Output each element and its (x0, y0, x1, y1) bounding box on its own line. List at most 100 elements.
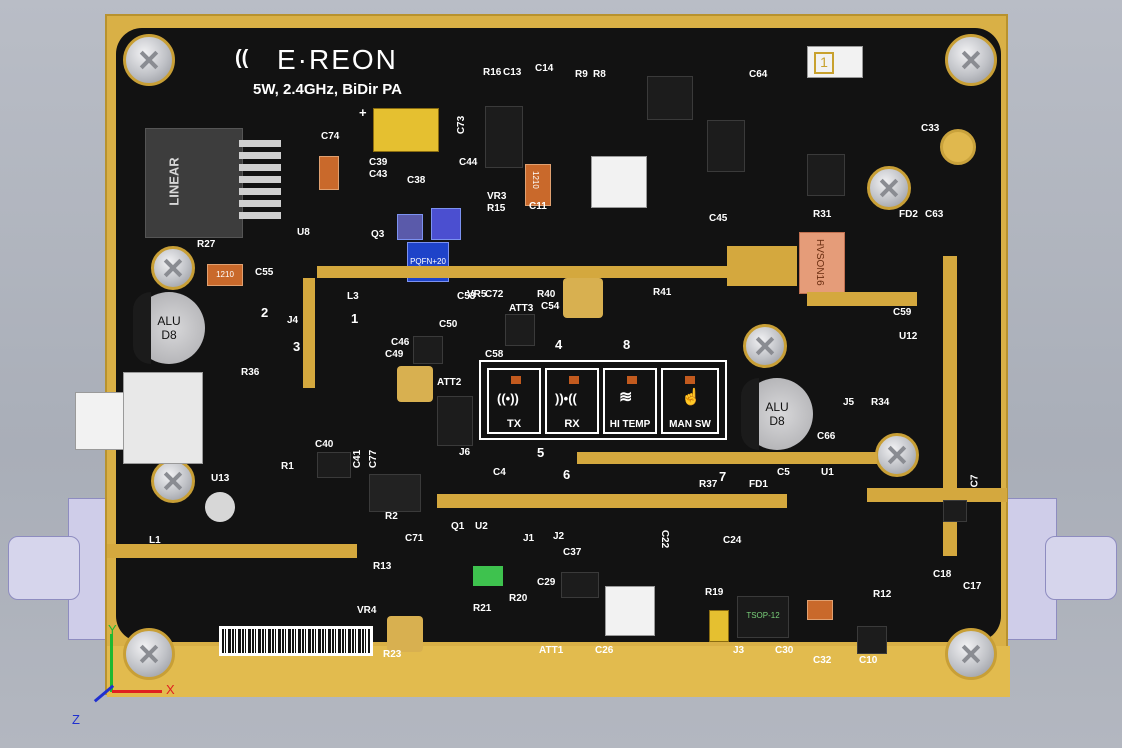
refdes-j4: C54 (541, 301, 560, 312)
rf-trace-upper (317, 266, 727, 278)
refdes-c73: C73 (456, 115, 468, 135)
refdes-c53: C72 (485, 289, 504, 300)
fiducial-fd2 (940, 129, 976, 165)
refdes-c30: ATT1 (539, 645, 564, 656)
axis-z-line (93, 684, 115, 703)
alu-right-label-2: D8 (769, 414, 785, 428)
refdes-c55: FD2 (899, 209, 918, 220)
inductor-l3 (397, 214, 423, 240)
refdes-l5: VR5 (467, 289, 487, 300)
ic-u9 (647, 76, 693, 120)
refdes-r2: C77 (368, 449, 380, 469)
refdes-c44: C44 (459, 157, 478, 168)
ic-vr4 (561, 572, 599, 598)
refdes-att3: R41 (653, 287, 672, 298)
pin-number-7: 7 (719, 469, 727, 484)
cap-c10 (709, 610, 729, 642)
refdes-u12: ATT3 (509, 303, 534, 314)
rf-trace-output (867, 488, 1007, 502)
revision-number: 1 (814, 52, 834, 74)
refdes-j6: R36 (241, 367, 260, 378)
hand-icon: ☝ (681, 389, 701, 406)
alu-right-label-1: ALU (765, 400, 789, 414)
pin-number-2: 2 (261, 305, 269, 320)
axis-y-label: Y (108, 622, 117, 637)
refdes-r34: C58 (485, 349, 504, 360)
refdes-c74: C74 (321, 131, 340, 142)
alu-capacitor-left: ALU D8 (133, 292, 205, 364)
refdes-r36: ATT2 (437, 377, 462, 388)
refdes-r1: C41 (352, 449, 364, 469)
cap-c11 (807, 600, 833, 620)
rx-led (569, 376, 579, 384)
indicator-tx: ((•)) TX (487, 368, 541, 434)
refdes-r13: C32 (813, 655, 832, 666)
refdes-c29: U2 (475, 521, 488, 532)
refdes-c20: FD1 (749, 479, 768, 490)
refdes-r12: C30 (775, 645, 794, 656)
indicator-hi-temp: ≋ HI TEMP (603, 368, 657, 434)
refdes-c21: R37 (699, 479, 718, 490)
standoff-hole-right-mid (875, 433, 919, 477)
refdes-c41: R34 (871, 397, 890, 408)
refdes-u10: C46 (391, 337, 410, 348)
rf-trace-main (437, 494, 787, 508)
refdes-vr2: J3 (733, 645, 745, 656)
refdes-r21: J1 (523, 533, 535, 544)
ic-u7 (707, 120, 745, 172)
refdes-c5: R1 (281, 461, 294, 472)
axis-y-line (110, 634, 113, 692)
tsop-chip: TSOP-12 (737, 596, 789, 638)
indicator-rx: ))•(( RX (545, 368, 599, 434)
tantalum-cap-c73 (373, 108, 439, 152)
refdes-c77: C66 (817, 431, 836, 442)
refdes-r9: R9 (575, 69, 588, 80)
indicator-tx-label: TX (506, 418, 522, 430)
refdes-c32: C26 (595, 645, 614, 656)
cap-1210-label: 1210 (216, 270, 234, 279)
refdes-c47: C59 (893, 307, 912, 318)
brand-logo: E·REON (277, 44, 398, 75)
refdes-j1: L1 (149, 535, 161, 546)
refdes-c28: C22 (659, 529, 671, 549)
pin-number-5: 5 (537, 445, 545, 460)
pin-number-8: 8 (623, 337, 631, 352)
refdes-r23: R20 (509, 593, 528, 604)
refdes-r8: R8 (593, 69, 606, 80)
regulator-pins (239, 140, 281, 222)
tsop-label: TSOP-12 (746, 611, 780, 620)
refdes-j2: C18 (933, 569, 952, 580)
refdes-r27: C45 (709, 213, 728, 224)
refdes-u13: C40 (315, 439, 334, 450)
refdes-fd2: C33 (921, 123, 940, 134)
refdes-c43: C43 (369, 169, 388, 180)
refdes-c70: R12 (873, 589, 892, 600)
refdes-c24: Q1 (451, 521, 465, 532)
refdes-j5: C49 (385, 349, 404, 360)
hi-temp-led (627, 376, 637, 384)
revision-box: 1 (807, 46, 863, 78)
rf-trace-feed (807, 292, 917, 306)
refdes-r18: U1 (821, 467, 834, 478)
refdes-ds1: C11 (529, 201, 547, 212)
refdes-c13: C13 (503, 67, 522, 78)
refdes-c40: J5 (843, 397, 855, 408)
refdes-c14: C14 (535, 63, 554, 74)
linear-regulator: LINEAR (145, 128, 243, 238)
mounting-hole-top-right (945, 34, 997, 86)
mounting-hole-bottom-left (123, 628, 175, 680)
refdes-r20: J2 (553, 531, 565, 542)
mounting-hole-bottom-right (945, 628, 997, 680)
pin-number-4: 4 (555, 337, 563, 352)
wireless-logo-icon: (( (235, 47, 249, 69)
ic-u2 (943, 500, 967, 522)
refdes-r37: C4 (493, 467, 506, 478)
refdes-c67: J6 (459, 447, 471, 458)
refdes-r15: R15 (487, 203, 506, 214)
alu-left-label-2: D8 (161, 328, 177, 342)
hvson-label: HVSON16 (814, 239, 825, 286)
product-title: 5W, 2.4GHz, BiDir PA (253, 81, 402, 98)
hvson-chip: HVSON16 (799, 232, 845, 294)
refdes-c64: C64 (749, 69, 768, 80)
refdes-c68: Q3 (371, 229, 385, 240)
